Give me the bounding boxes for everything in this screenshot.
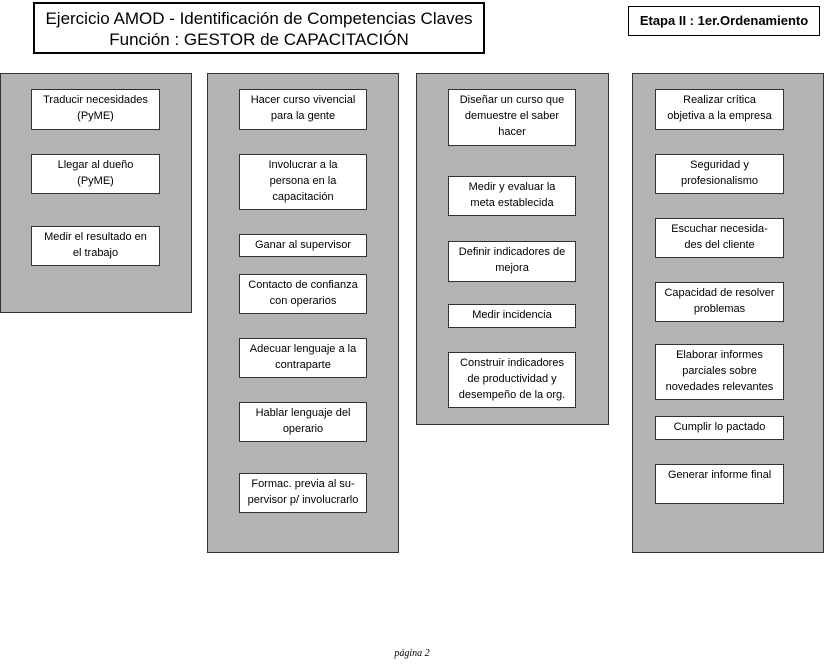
card-c2-4: Contacto de confianza con operarios [239, 274, 367, 314]
card-c4-5: Elaborar informes parciales sobre noveda… [655, 344, 784, 400]
title-box: Ejercicio AMOD - Identificación de Compe… [33, 2, 485, 54]
card-c1-3: Medir el resultado en el trabajo [31, 226, 160, 266]
card-c4-2: Seguridad y profesionalismo [655, 154, 784, 194]
card-c1-1: Traducir necesidades (PyME) [31, 89, 160, 130]
page-number: página 2 [394, 648, 430, 659]
card-c4-6: Cumplir lo pactado [655, 416, 784, 440]
card-c1-2: Llegar al dueño (PyME) [31, 154, 160, 194]
card-c2-3: Ganar al supervisor [239, 234, 367, 257]
card-c2-6: Hablar lenguaje del operario [239, 402, 367, 442]
title-line-1: Ejercicio AMOD - Identificación de Compe… [45, 9, 473, 28]
card-c3-3: Definir indicadores de mejora [448, 241, 576, 282]
card-c2-1: Hacer curso vivencial para la gente [239, 89, 367, 130]
card-c4-3: Escuchar necesida- des del cliente [655, 218, 784, 258]
card-c4-7: Generar informe final [655, 464, 784, 504]
card-c2-2: Involucrar a la persona en la capacitaci… [239, 154, 367, 210]
card-c2-7: Formac. previa al su- pervisor p/ involu… [239, 473, 367, 513]
card-c3-5: Construir indicadores de productividad y… [448, 352, 576, 408]
card-c3-1: Diseñar un curso que demuestre el saber … [448, 89, 576, 146]
title-line-2: Función : GESTOR de CAPACITACIÓN [109, 30, 409, 49]
stage-label: Etapa II : 1er.Ordenamiento [628, 6, 820, 36]
card-c3-4: Medir incidencia [448, 304, 576, 328]
card-c2-5: Adecuar lenguaje a la contraparte [239, 338, 367, 378]
card-c3-2: Medir y evaluar la meta establecida [448, 176, 576, 216]
card-c4-4: Capacidad de resolver problemas [655, 282, 784, 322]
card-c4-1: Realizar crítica objetiva a la empresa [655, 89, 784, 130]
